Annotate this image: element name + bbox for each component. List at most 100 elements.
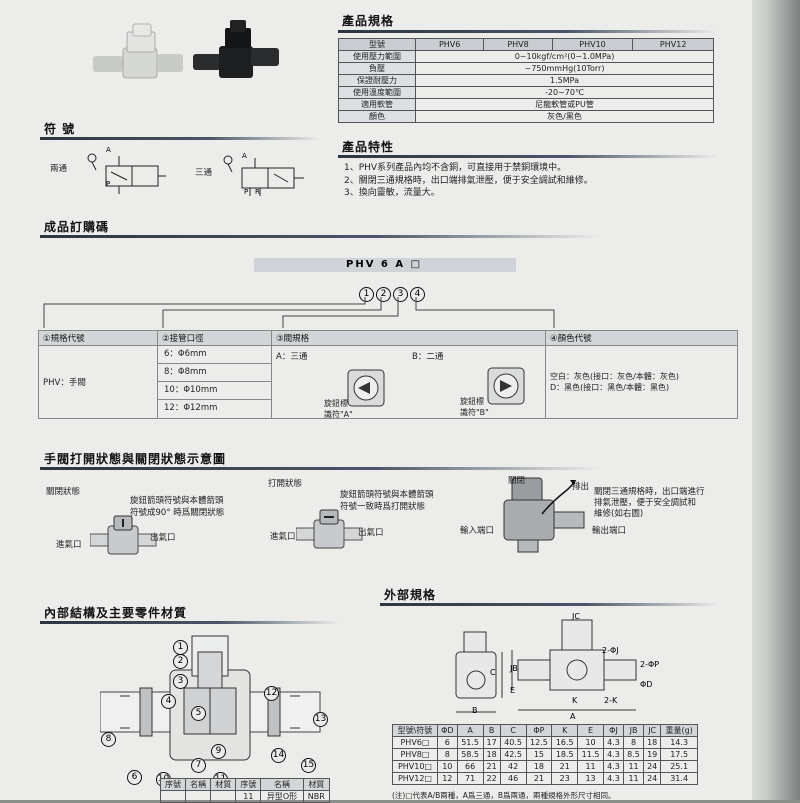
parts-cell: [210, 790, 237, 803]
dim-cell: 25.1: [660, 760, 698, 773]
dim-header-row: 型號\符號 ΦD A B C ΦP K E ΦJ JB JC 重量(g): [392, 724, 698, 737]
dim-cell: 11.5: [577, 748, 604, 761]
dim-cell: 24: [643, 772, 662, 785]
knob-a-label-line: 旋鈕標: [324, 399, 348, 408]
closed-outlet: 出氣口: [150, 533, 176, 543]
callout-circle: 6: [127, 770, 142, 785]
dim-label-phid: ΦD: [640, 680, 653, 689]
spec-header-row: 型號 PHV6 PHV8 PHV10 PHV12: [338, 38, 714, 51]
dim-cell: 23: [551, 772, 579, 785]
callout-circle: 8: [101, 732, 116, 747]
three-way-note-line: 關閉三通規格時，出口端進行: [594, 487, 705, 497]
dim-header: JC: [643, 724, 662, 737]
order-title-bar: [40, 235, 600, 238]
knob-b-icon: [487, 367, 525, 405]
open-valve-icon: [296, 509, 363, 549]
spec-row-value: ~750mmHg(10Torr): [415, 62, 714, 75]
dim-cell: 19: [643, 748, 662, 761]
order-code-table: ①規格代號 ②接管口徑 ③閥規格 ④顏色代號 PHV：手閥 6：Φ6mm 8：Φ…: [38, 330, 738, 419]
dim-cell: 17.5: [660, 748, 698, 761]
callout-circle: 15: [301, 758, 316, 773]
knob-a-label-line: 識符"A": [324, 410, 353, 419]
closed-inlet: 進氣口: [56, 540, 82, 550]
callout: 4: [161, 694, 176, 709]
two-way-port-p: P: [106, 180, 111, 188]
callout-circle: 14: [271, 748, 286, 763]
callout: 12: [263, 680, 280, 701]
grey-valve-image: [93, 23, 183, 79]
callout: 14: [270, 742, 287, 763]
parts-cell: [185, 790, 212, 803]
spec-row-value: -20~70℃: [415, 86, 714, 99]
page-edge-shadow: [752, 0, 800, 800]
parts-row: 11 异型O形 NBR: [159, 790, 331, 803]
dim-cell: 21: [551, 760, 579, 773]
callout: 8: [100, 726, 117, 747]
internal-title-bar: [40, 621, 340, 624]
order-code-bar: [254, 258, 516, 272]
dim-cell: 4.3: [602, 772, 625, 785]
dim-cell: PHV10□: [392, 760, 438, 773]
open-inlet: 進氣口: [270, 532, 296, 542]
order-col3-cell: A：三通 B：二通 旋鈕標識符"A" 旋鈕標識符"B": [271, 345, 546, 419]
dim-label-a: A: [570, 712, 576, 721]
dim-cell: 12.5: [525, 736, 553, 749]
dim-label-2phip: 2-ΦP: [640, 660, 660, 669]
parts-header: 序號: [235, 778, 262, 791]
dim-cell: 18: [643, 736, 662, 749]
black-valve-image: [193, 20, 279, 78]
dim-header: 重量(g): [660, 724, 698, 737]
dim-header: A: [456, 724, 484, 737]
open-outlet: 出氣口: [358, 528, 384, 538]
feature-item: 3、換向靈敏，流量大。: [344, 188, 440, 198]
dim-cell: 42.5: [499, 748, 527, 761]
dim-cell: 14.3: [660, 736, 698, 749]
dim-cell: 10: [577, 736, 604, 749]
spec-header-cell: PHV6: [414, 38, 485, 51]
closed-note-line: 旋鈕箭頭符號與本體箭頭: [130, 496, 224, 506]
three-way-port-a: A: [242, 152, 247, 160]
dim-cell: 22: [482, 772, 501, 785]
three-way-port-r: R: [255, 188, 260, 196]
callout: 7: [190, 752, 207, 773]
dim-header: B: [482, 724, 501, 737]
spec-row-value: 0~10kgf/cm²(0~1.0MPa): [415, 50, 714, 63]
dim-cell: 16.5: [551, 736, 579, 749]
order-circle: 3: [393, 287, 408, 302]
dim-cell: PHV12□: [392, 772, 438, 785]
dim-cell: 40.5: [499, 736, 527, 749]
knob-b-label-line: 旋鈕標: [460, 397, 484, 406]
dim-cell: 18.5: [551, 748, 579, 761]
dim-cell: PHV8□: [392, 748, 438, 761]
dim-cell: 13: [577, 772, 604, 785]
callout-circle: 7: [191, 758, 206, 773]
dim-cell: 24: [643, 760, 662, 773]
close-label: 關閉: [508, 476, 526, 486]
parts-cell: [159, 790, 187, 803]
feature-title-bar: [338, 155, 718, 158]
parts-header: 序號: [159, 778, 187, 791]
dim-cell: 51.5: [456, 736, 484, 749]
feature-item: 2、關閉三通規格時，出口端排氣泄壓，便于安全調試和維修。: [344, 175, 593, 186]
callout: 15: [300, 752, 317, 773]
dim-header: E: [577, 724, 604, 737]
color-option: D：黑色(接口：黑色/本體：黑色): [550, 383, 670, 392]
symbol-title-bar: [40, 137, 320, 140]
callout: 6: [126, 764, 143, 785]
dim-cell: 6: [436, 736, 458, 749]
three-way-note: 關閉三通規格時，出口端進行 排氣泄壓，便于安全調試和 維修(如右圖): [594, 487, 705, 520]
order-valve-a: A：三通: [276, 352, 308, 362]
internal-cross-section: [100, 635, 321, 761]
dim-cell: 58.5: [456, 748, 484, 761]
dim-cell: 18: [525, 760, 553, 773]
input-port-label: 輸入端口: [460, 526, 495, 536]
output-port-label: 輸出端口: [592, 526, 627, 536]
feature-item: 1、PHV系列產品內均不含銅，可直接用于禁銅環境中。: [344, 163, 567, 173]
parts-table: 序號 名稱 材質 序號 名稱 材質 11 异型O形 NBR: [159, 778, 331, 803]
dim-label-2k: 2-K: [604, 696, 618, 705]
dimension-title: 外部規格: [384, 588, 437, 602]
